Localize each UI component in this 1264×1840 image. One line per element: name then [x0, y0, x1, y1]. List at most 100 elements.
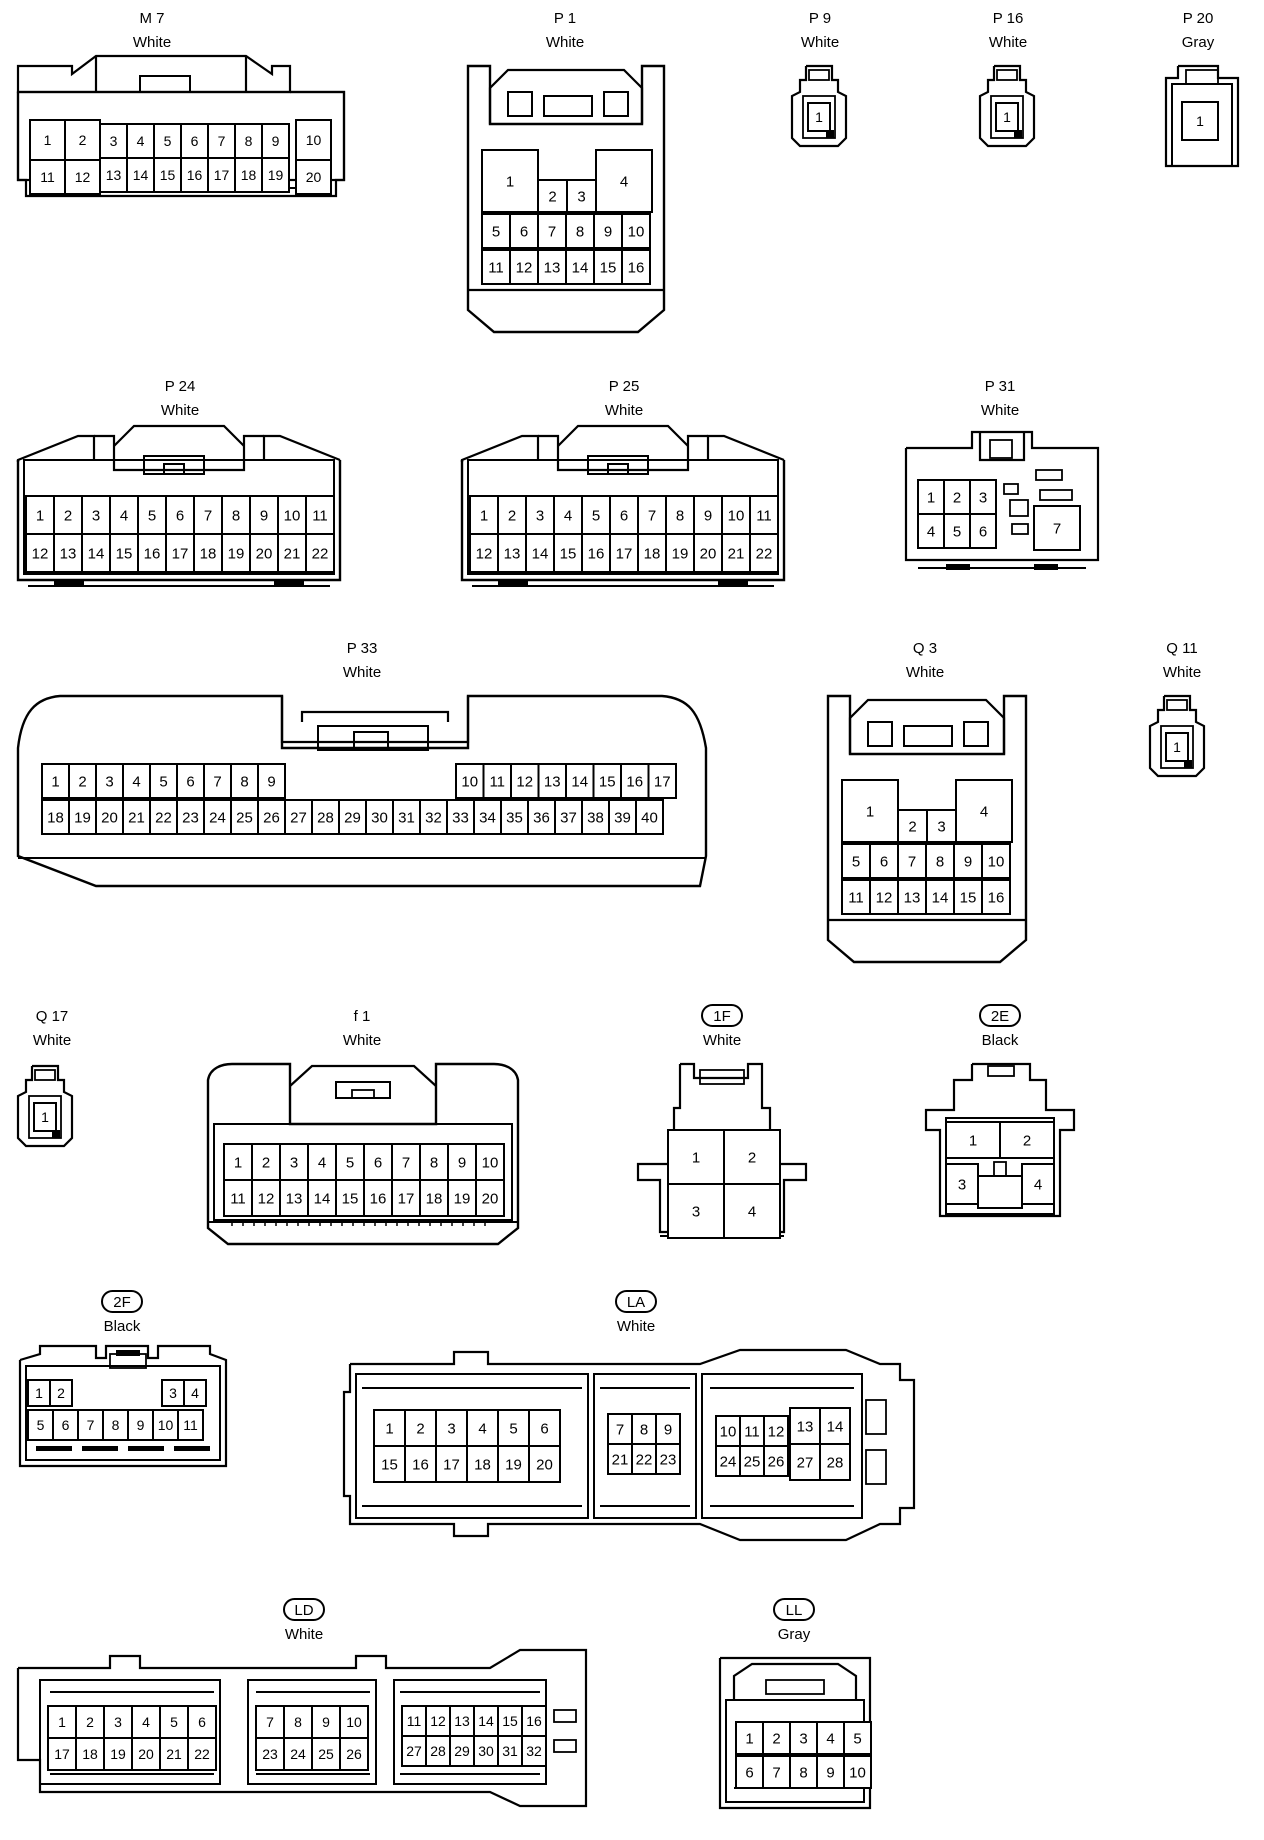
connector-color: White — [605, 402, 643, 419]
pin-number: 12 — [516, 259, 533, 276]
housing-detail — [28, 1095, 62, 1139]
connector-LA — [342, 1348, 916, 1542]
pin-cell — [667, 1129, 725, 1185]
pin-cell — [251, 1179, 281, 1217]
pin-number: 2 — [548, 188, 556, 205]
pin-number: 28 — [317, 809, 334, 826]
pin-cell — [404, 1409, 437, 1447]
connector-color: White — [703, 1032, 741, 1049]
pin-number: 2 — [64, 507, 72, 524]
pin-number: 1 — [36, 507, 44, 524]
pin-number: 1 — [927, 489, 935, 506]
pin-cell — [25, 495, 55, 535]
pin-number: 8 — [799, 1764, 807, 1781]
pin-number: 18 — [426, 1190, 443, 1207]
housing-detail — [1011, 523, 1029, 535]
pin-number: 13 — [544, 259, 561, 276]
pin-cell — [475, 1143, 505, 1181]
connector-P16-pins: 1 — [995, 102, 1019, 132]
housing-outline — [18, 1344, 228, 1468]
pin-number: 7 — [648, 507, 656, 524]
housing-outline — [790, 64, 848, 148]
pin-cell — [897, 843, 927, 879]
pin-number: 20 — [138, 1746, 154, 1762]
pin-number: 5 — [852, 853, 860, 870]
pin-number: 25 — [318, 1746, 334, 1762]
pin-number: 21 — [612, 1451, 629, 1468]
pin-number: 1 — [1003, 109, 1011, 125]
pin-number: 6 — [198, 1714, 206, 1730]
pin-cell — [363, 1143, 393, 1181]
housing-detail — [553, 1709, 577, 1723]
housing-outline — [636, 1062, 808, 1234]
pin-cell — [122, 799, 151, 835]
pin-cell — [521, 1735, 547, 1767]
pin-number: 17 — [443, 1456, 460, 1473]
pin-number: 17 — [616, 545, 633, 562]
pin-number: 10 — [158, 1417, 174, 1433]
housing-detail — [128, 1446, 164, 1451]
pin-cell — [27, 1409, 54, 1441]
pin-number: 10 — [461, 773, 478, 790]
pin-number: 5 — [170, 1714, 178, 1730]
pin-number: 7 — [548, 223, 556, 240]
housing-detail — [946, 564, 970, 570]
pin-number: 8 — [936, 853, 944, 870]
pin-cell — [126, 157, 155, 193]
pin-number: 39 — [614, 809, 631, 826]
housing-outline — [848, 698, 1006, 754]
pin-number: 19 — [672, 545, 689, 562]
pin-number: 5 — [164, 133, 172, 149]
pin-cell — [592, 763, 622, 799]
pin-cell — [595, 149, 653, 213]
housing-detail — [274, 580, 304, 586]
pin-number: 21 — [728, 545, 745, 562]
connector-P20 — [1164, 64, 1240, 168]
pin-number: 6 — [191, 133, 199, 149]
connector-code: M 7 — [139, 10, 164, 27]
pin-cell — [739, 1445, 765, 1477]
pin-number: 9 — [664, 1421, 672, 1438]
pin-number: 22 — [194, 1746, 210, 1762]
pin-number: 13 — [797, 1418, 814, 1435]
pin-number: 1 — [506, 173, 514, 190]
housing-detail — [963, 721, 989, 747]
pin-number: 1 — [58, 1714, 66, 1730]
pin-cell — [497, 1445, 530, 1483]
pin-number: 35 — [506, 809, 523, 826]
housing-outline — [460, 460, 786, 582]
pin-number: 24 — [209, 809, 226, 826]
housing-detail — [52, 1130, 60, 1138]
housing-detail — [351, 1089, 375, 1099]
pin-number: 2 — [908, 818, 916, 835]
connector-P16 — [978, 64, 1036, 148]
pin-number: 17 — [54, 1746, 70, 1762]
pin-cell — [749, 495, 779, 535]
pin-number: 16 — [626, 773, 643, 790]
housing-detail — [82, 1446, 118, 1451]
housing-detail — [139, 75, 191, 93]
pin-cell — [621, 249, 651, 285]
housing-outline — [16, 694, 708, 888]
housing-outline — [488, 68, 644, 124]
pin-number: 3 — [958, 1176, 966, 1193]
pin-number: 11 — [312, 507, 328, 524]
pin-number: 16 — [526, 1713, 542, 1729]
connector-code: 2F — [113, 1294, 131, 1311]
connector-color: White — [343, 1032, 381, 1049]
housing-detail — [765, 1679, 825, 1695]
pin-number: 3 — [105, 773, 113, 790]
pin-number: 9 — [137, 1417, 145, 1433]
pin-number: 36 — [533, 809, 550, 826]
pin-number: 11 — [848, 889, 864, 906]
pin-cell — [999, 1121, 1055, 1159]
pin-number: 12 — [32, 545, 49, 562]
